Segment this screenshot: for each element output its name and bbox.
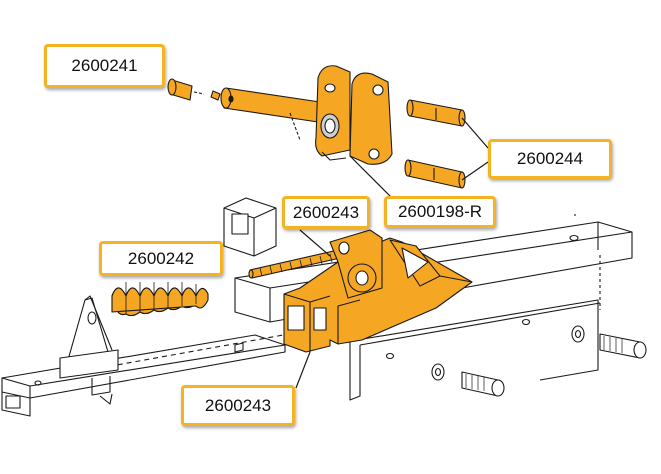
- callout-part-2600243-bracket[interactable]: 2600243: [181, 385, 295, 426]
- callout-part-2600241[interactable]: 2600241: [44, 44, 165, 88]
- square-collar: [223, 197, 277, 257]
- leader-lines: [295, 117, 489, 389]
- callout-part-2600244[interactable]: 2600244: [488, 139, 612, 179]
- left-tube: [1, 295, 301, 417]
- pins-2600244: [404, 99, 466, 189]
- slide-bracket-2600243: [283, 229, 473, 353]
- callout-part-2600242[interactable]: 2600242: [99, 241, 223, 276]
- spring-2600242: [111, 282, 209, 317]
- hitch-pin-2600241: [167, 78, 321, 141]
- callout-part-2600198R[interactable]: 2600198-R: [384, 196, 496, 228]
- bolt-washer-lower: [431, 363, 505, 397]
- callout-part-2600243-rod[interactable]: 2600243: [282, 196, 370, 229]
- bracket-2600198R: [315, 65, 393, 165]
- bolt-washer-upper: [571, 325, 647, 359]
